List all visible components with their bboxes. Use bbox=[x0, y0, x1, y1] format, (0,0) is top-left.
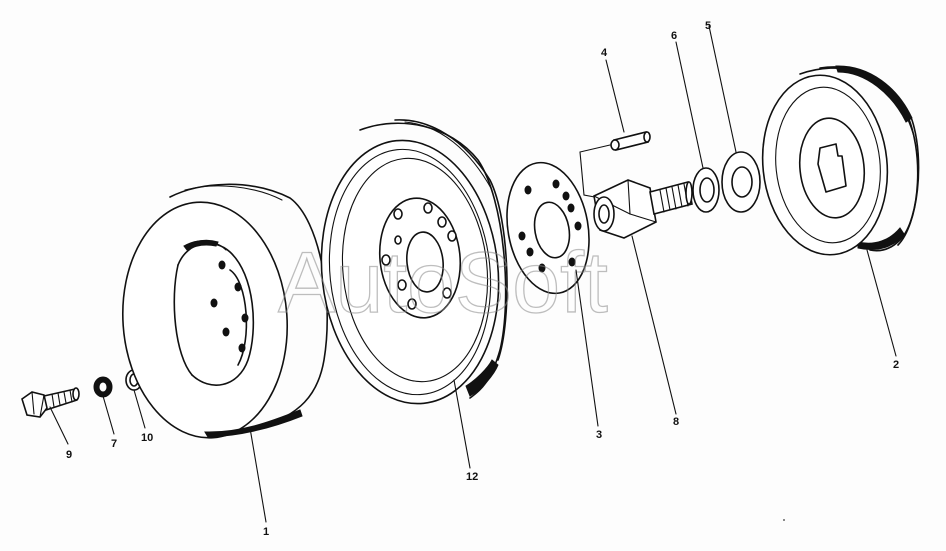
callout-labels: 9 7 10 1 12 3 8 2 4 6 5 bbox=[66, 20, 899, 538]
part-6-washer bbox=[692, 167, 720, 213]
stray-dot bbox=[783, 519, 785, 521]
callout-10: 10 bbox=[141, 432, 153, 444]
watermark-text: AutoSoft bbox=[278, 235, 608, 331]
part-7-lock-washer bbox=[93, 376, 113, 398]
callout-4: 4 bbox=[601, 47, 608, 59]
leader-lines bbox=[49, 25, 897, 523]
callout-9: 9 bbox=[66, 449, 72, 461]
callout-3: 3 bbox=[596, 429, 602, 441]
callout-8: 8 bbox=[673, 416, 679, 428]
callout-6: 6 bbox=[671, 30, 677, 42]
part-8-hex-adapter bbox=[593, 179, 693, 239]
part-9-bolt bbox=[21, 387, 80, 418]
callout-5: 5 bbox=[705, 20, 711, 32]
part-12-pulley bbox=[320, 119, 508, 405]
part-4-dowel-pin bbox=[579, 131, 651, 199]
part-2-double-pulley bbox=[761, 65, 920, 256]
callout-12: 12 bbox=[466, 471, 478, 483]
callout-2: 2 bbox=[893, 359, 899, 371]
callout-1: 1 bbox=[263, 526, 269, 538]
callout-7: 7 bbox=[111, 438, 117, 450]
part-1-damper-ring bbox=[121, 183, 329, 439]
part-5-washer bbox=[721, 151, 761, 213]
part-3-flange-plate bbox=[506, 161, 590, 295]
